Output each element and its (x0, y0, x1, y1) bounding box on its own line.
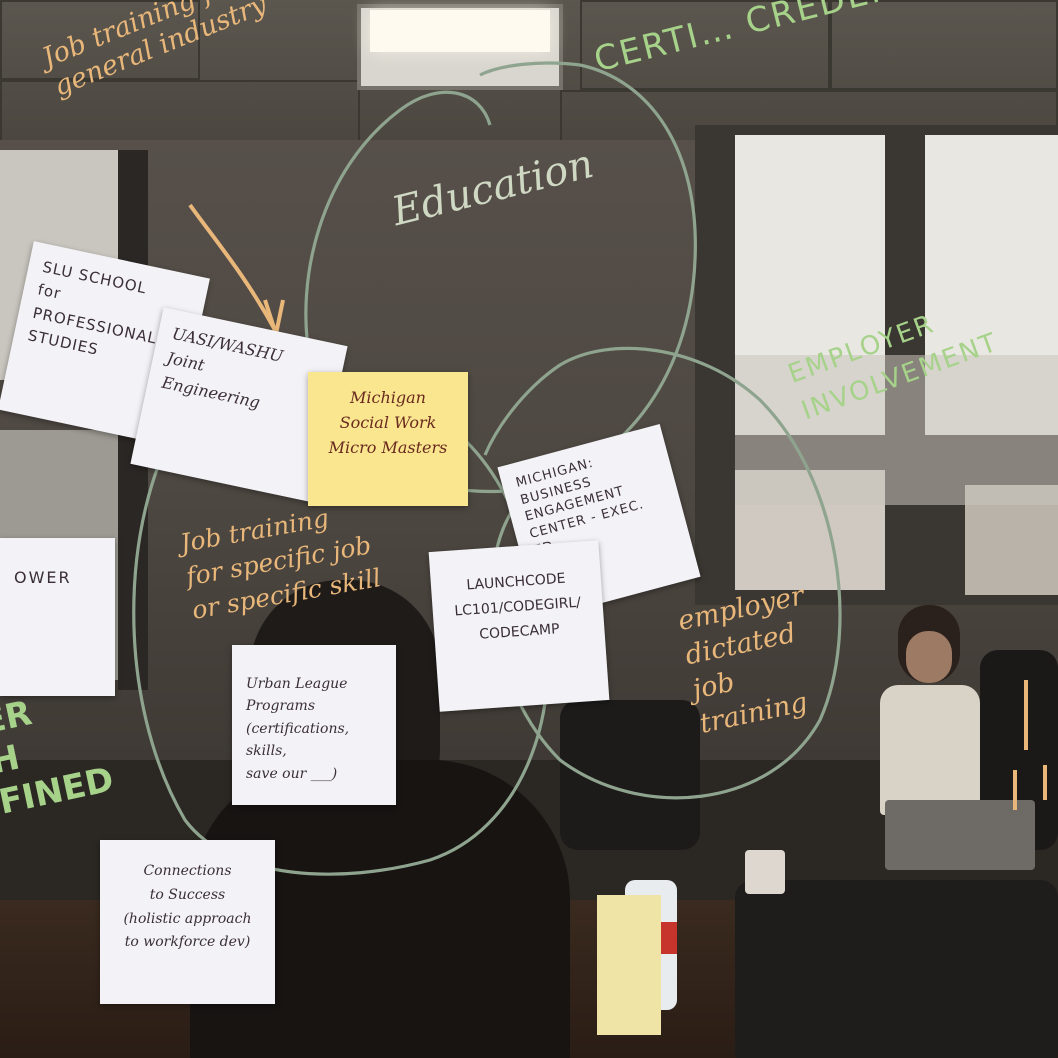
laptop (885, 800, 1035, 870)
ceiling-tile (830, 0, 1058, 90)
sticky-note-urban-league: Urban League Programs (certifications, s… (232, 645, 396, 805)
hand-drawn-arrow-icon (188, 203, 277, 331)
snack-box (597, 895, 661, 1035)
sticky-note-power: OWER (0, 538, 115, 696)
chair (735, 880, 1058, 1058)
sticky-note-launchcode: LAUNCHCODE LC101/CODEGIRL/ CODECAMP (428, 540, 610, 712)
employer-involvement-circle (483, 346, 842, 800)
sticky-note-michigan-social-work: Michigan Social Work Micro Masters (308, 372, 468, 506)
sticky-note-connections: Connections to Success (holistic approac… (100, 840, 275, 1004)
ceiling-light-glow (370, 10, 550, 52)
ceiling-tile (0, 0, 200, 80)
right-window (695, 125, 1058, 605)
ceiling-tile (580, 0, 830, 90)
person-seated (870, 605, 990, 865)
cup (745, 850, 785, 894)
